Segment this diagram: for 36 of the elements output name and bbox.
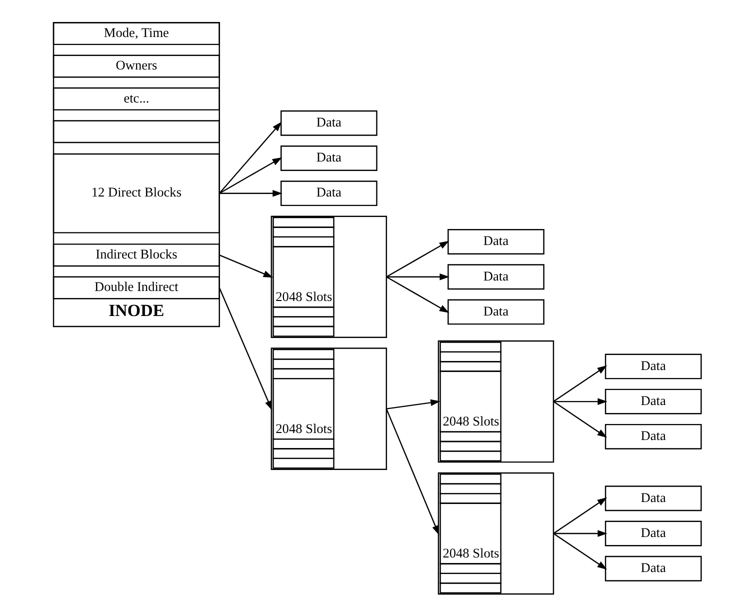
node-box: Data	[604, 388, 702, 414]
arrow	[218, 122, 282, 194]
arrow	[552, 365, 607, 402]
arrow	[386, 273, 449, 280]
node-box: Mode, Time	[52, 22, 220, 46]
node-box: Data	[447, 299, 544, 325]
arrow	[218, 288, 272, 410]
arrow	[552, 497, 607, 534]
node-box: Data	[604, 520, 702, 546]
node-box: Double Indirect	[52, 276, 220, 300]
node-box: Data	[280, 146, 377, 171]
arrow	[552, 530, 607, 537]
node-box: etc...	[52, 87, 220, 110]
node-box: Indirect Blocks	[52, 244, 220, 267]
arrow	[552, 398, 607, 405]
arrow	[386, 240, 449, 278]
node-label: INODE	[108, 300, 164, 320]
node-box: 12 Direct Blocks	[52, 153, 220, 234]
arrow	[218, 190, 282, 197]
node-box: Data	[604, 486, 702, 512]
node-box	[52, 120, 220, 144]
arrow	[552, 533, 607, 570]
arrow	[385, 408, 439, 536]
arrow	[386, 399, 440, 410]
arrow	[552, 401, 607, 438]
node-box: Owners	[52, 54, 220, 78]
node-box: Data	[447, 229, 544, 254]
node-box: Data	[280, 110, 377, 136]
arrow	[218, 254, 273, 278]
node-box: Data	[604, 424, 702, 450]
arrow	[386, 276, 449, 313]
node-box: Data	[604, 556, 702, 582]
node-box: Data	[447, 264, 544, 290]
node-box: Data	[280, 180, 377, 206]
arrow	[218, 157, 282, 194]
node-box: Data	[604, 354, 702, 380]
